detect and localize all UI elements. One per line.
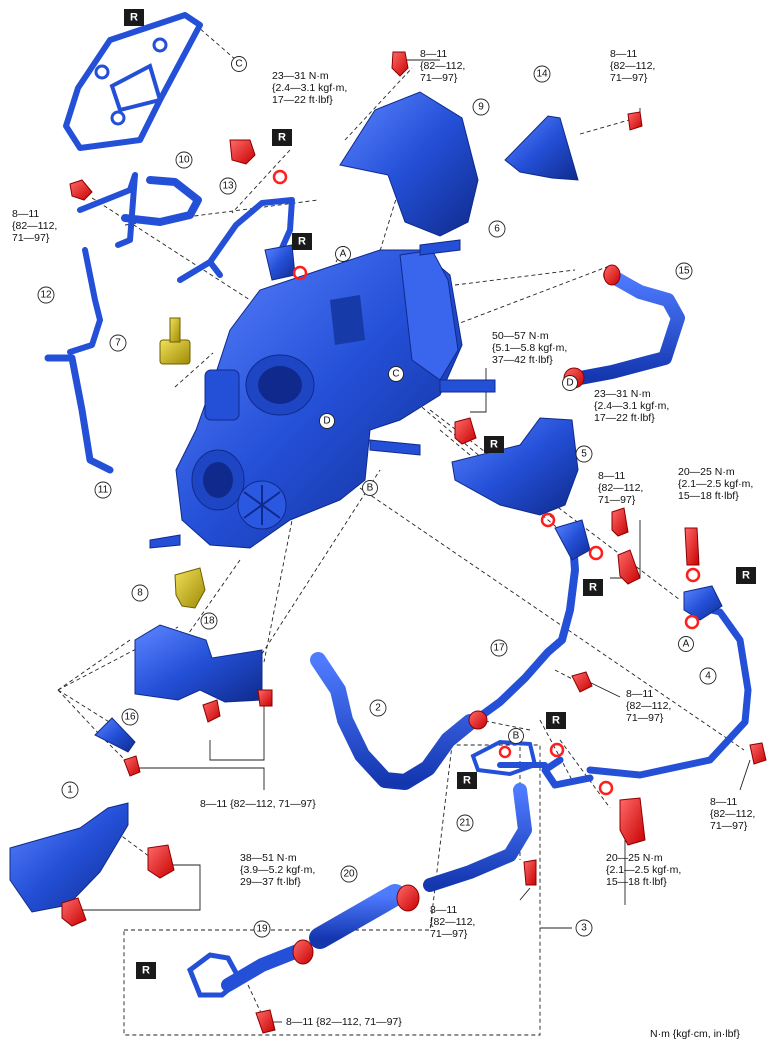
pipes — [44, 172, 752, 992]
reuse-marker: R — [124, 9, 144, 26]
reuse-marker-text: R — [589, 582, 597, 594]
ref-c: C — [392, 369, 399, 380]
callout-16: 16 — [124, 712, 136, 723]
units-legend: N·m {kgf·cm, in·lbf} — [650, 1028, 740, 1040]
torque-label: 20—25 N·m {2.1—2.5 kgf·m, 15—18 ft·lbf} — [678, 466, 754, 502]
torque-label: 8—11 {82—112, 71—97} — [430, 904, 476, 940]
o-rings — [272, 169, 701, 796]
joint-4 — [683, 585, 723, 621]
bracket-14 — [504, 115, 579, 181]
plate-16 — [94, 717, 136, 753]
torque-label: 8—11 {82—112, 71—97} — [598, 470, 644, 506]
bracket-1 — [9, 802, 129, 913]
callout-11: 11 — [98, 485, 109, 496]
callout-1: 1 — [67, 785, 73, 796]
torque-label: 8—11 {82—112, 71—97} — [626, 688, 672, 724]
callout-9: 9 — [478, 102, 484, 113]
exhaust-gasket — [63, 12, 203, 151]
reuse-marker-text: R — [142, 965, 150, 977]
flange-19 — [186, 952, 244, 998]
heat-shield-9 — [339, 91, 479, 237]
callout-3: 3 — [581, 923, 587, 934]
callout-4: 4 — [705, 671, 711, 682]
reuse-marker: R — [583, 579, 603, 596]
reuse-marker-text: R — [742, 570, 750, 582]
callout-5: 5 — [581, 449, 587, 460]
reuse-marker-text: R — [278, 132, 286, 144]
reuse-marker: R — [736, 567, 756, 584]
torque-label: 8—11 {82—112, 71—97} — [610, 48, 656, 84]
sensor-8 — [174, 567, 206, 609]
ref-d: D — [566, 378, 573, 389]
torque-label: 8—11 {82—112, 71—97} — [286, 1016, 402, 1028]
callout-21: 21 — [459, 818, 471, 829]
ref-a: A — [683, 639, 690, 650]
sensor-7 — [159, 317, 191, 365]
callout-2: 2 — [375, 703, 381, 714]
callout-14: 14 — [536, 69, 548, 80]
ref-d: D — [323, 416, 330, 427]
reuse-marker-text: R — [298, 236, 306, 248]
reuse-marker-text: R — [463, 775, 471, 787]
torque-label: 8—11 {82—112, 71—97} — [12, 208, 58, 244]
turbocharger-body — [149, 239, 496, 549]
torque-label: 23—31 N·m {2.4—3.1 kgf·m, 17—22 ft·lbf} — [272, 70, 348, 106]
reuse-marker: R — [292, 233, 312, 250]
reuse-marker: R — [546, 712, 566, 729]
torque-label: 23—31 N·m {2.4—3.1 kgf·m, 17—22 ft·lbf} — [594, 388, 670, 424]
callout-7: 7 — [115, 338, 121, 349]
flange-21 — [470, 739, 538, 777]
reuse-marker: R — [136, 962, 156, 979]
callout-19: 19 — [256, 924, 268, 935]
torque-label: 20—25 N·m {2.1—2.5 kgf·m, 15—18 ft·lbf} — [606, 852, 682, 888]
torque-label: 8—11 {82—112, 71—97} — [420, 48, 466, 84]
reuse-marker: R — [457, 772, 477, 789]
torque-label: 8—11 {82—112, 71—97} — [200, 798, 316, 810]
callout-15: 15 — [678, 266, 690, 277]
ref-b: B — [513, 731, 520, 742]
torque-label: 8—11 {82—112, 71—97} — [710, 796, 756, 832]
reuse-marker-text: R — [552, 715, 560, 727]
torque-label: 38—51 N·m {3.9—5.2 kgf·m, 29—37 ft·lbf} — [240, 852, 316, 888]
callout-13: 13 — [222, 181, 234, 192]
reuse-marker: R — [484, 436, 504, 453]
bracket-5 — [451, 417, 579, 516]
ref-b: B — [367, 483, 374, 494]
callout-17: 17 — [493, 643, 505, 654]
torque-label: 50—57 N·m {5.1—5.8 kgf·m, 37—42 ft·lbf} — [492, 330, 568, 366]
callout-12: 12 — [40, 290, 52, 301]
bolts — [61, 51, 767, 1034]
callout-6: 6 — [494, 224, 500, 235]
ref-c: C — [235, 59, 242, 70]
ref-a: A — [340, 249, 347, 260]
callout-8: 8 — [137, 588, 143, 599]
callout-10: 10 — [178, 155, 190, 166]
reuse-marker-text: R — [490, 439, 498, 451]
callout-18: 18 — [203, 616, 215, 627]
reuse-marker: R — [272, 129, 292, 146]
reuse-marker-text: R — [130, 12, 138, 24]
callout-20: 20 — [343, 869, 355, 880]
